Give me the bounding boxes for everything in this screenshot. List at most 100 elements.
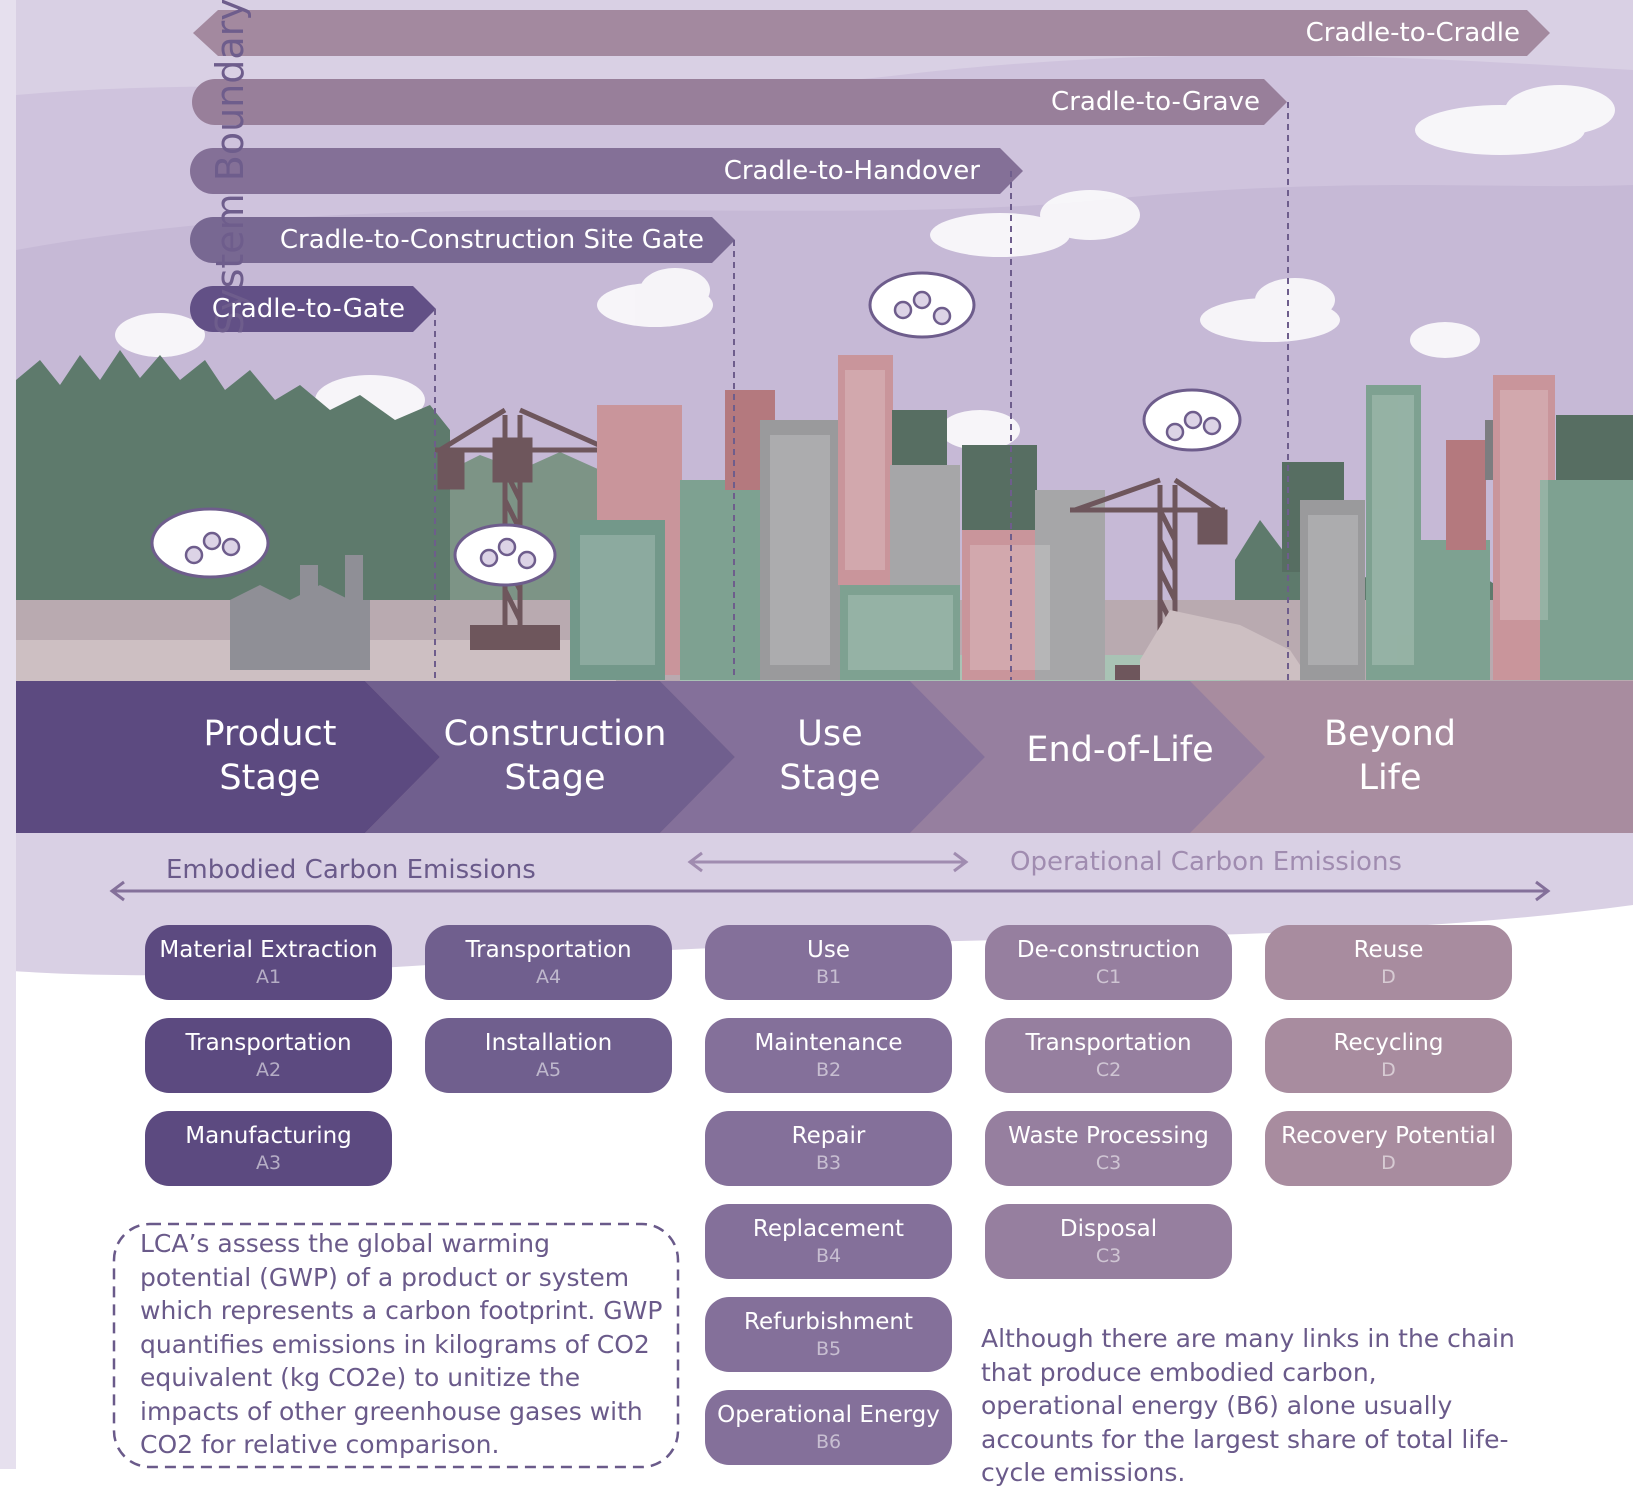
boundary-cradle-to-gate: Cradle-to-Gate bbox=[211, 294, 405, 324]
co2-molecule bbox=[1202, 416, 1222, 436]
module-code: D bbox=[1381, 1059, 1396, 1081]
module-label: Material Extraction bbox=[159, 937, 378, 963]
stage-use: Use Stage bbox=[730, 712, 930, 800]
stage-product: Product Stage bbox=[170, 712, 370, 800]
module-code: D bbox=[1381, 1152, 1396, 1174]
co2-molecule bbox=[517, 550, 537, 570]
module-c3-waste: Waste Processing C3 bbox=[985, 1111, 1232, 1186]
stage-chevron-use bbox=[660, 681, 985, 833]
stage-construction: Construction Stage bbox=[440, 712, 670, 800]
module-code: C3 bbox=[1095, 1152, 1122, 1174]
module-label: Refurbishment bbox=[744, 1309, 913, 1335]
module-c1: De-construction C1 bbox=[985, 925, 1232, 1000]
stage-beyond-line1: Beyond bbox=[1323, 714, 1457, 754]
module-label: Disposal bbox=[1059, 1216, 1158, 1242]
module-label: Transportation bbox=[1025, 1030, 1192, 1056]
windows bbox=[580, 535, 655, 665]
module-code: A2 bbox=[255, 1059, 282, 1081]
module-b3: Repair B3 bbox=[705, 1111, 952, 1186]
module-label: Use bbox=[807, 937, 850, 963]
stage-beyond-life: Beyond Life bbox=[1290, 712, 1490, 800]
stage-chevron-product bbox=[16, 681, 440, 833]
module-code: B4 bbox=[815, 1245, 842, 1267]
left-edge-band bbox=[0, 0, 16, 1469]
module-label: Recycling bbox=[1333, 1030, 1444, 1056]
operational-arrow-right-head bbox=[953, 851, 969, 873]
co2-molecule bbox=[912, 290, 932, 310]
windows bbox=[848, 595, 953, 670]
module-label: Manufacturing bbox=[185, 1123, 352, 1149]
stage-construction-line1: Construction bbox=[443, 714, 667, 754]
embodied-arrow-right-head bbox=[1535, 880, 1551, 902]
module-b1: Use B1 bbox=[705, 925, 952, 1000]
building bbox=[962, 445, 1037, 535]
lca-note: LCA’s assess the global warming potentia… bbox=[140, 1229, 663, 1459]
cloud bbox=[1040, 190, 1140, 240]
cloud bbox=[1255, 278, 1335, 322]
operational-arrow-left-head bbox=[687, 851, 703, 873]
module-code: B5 bbox=[815, 1338, 842, 1360]
module-label: Repair bbox=[791, 1123, 866, 1149]
windows bbox=[1308, 515, 1358, 665]
co2-molecule bbox=[184, 545, 204, 565]
boundary-arrow bbox=[192, 79, 1287, 125]
stage-product-line1: Product bbox=[203, 714, 337, 754]
building bbox=[1366, 385, 1421, 680]
stage-use-line2: Stage bbox=[779, 758, 881, 798]
windows bbox=[1372, 395, 1414, 665]
module-label: Waste Processing bbox=[1008, 1123, 1209, 1149]
module-c2: Transportation C2 bbox=[985, 1018, 1232, 1093]
module-code: A5 bbox=[535, 1059, 562, 1081]
stage-beyond-line2: Life bbox=[1358, 758, 1422, 798]
windows bbox=[1500, 390, 1548, 620]
windows bbox=[770, 435, 830, 665]
building bbox=[840, 585, 960, 680]
factory-chimney bbox=[345, 555, 363, 605]
building bbox=[760, 420, 840, 680]
stage-chevron-end-of-life bbox=[910, 681, 1265, 833]
boundary-arrow bbox=[190, 148, 1023, 194]
co2-molecule bbox=[932, 306, 952, 326]
module-code: A1 bbox=[255, 966, 282, 988]
module-code: B3 bbox=[815, 1152, 842, 1174]
module-label: Replacement bbox=[752, 1216, 905, 1242]
cloud bbox=[115, 313, 205, 357]
embodied-emissions-label: Embodied Carbon Emissions bbox=[166, 855, 536, 885]
building bbox=[680, 480, 760, 680]
crane-weight bbox=[1197, 509, 1228, 545]
module-a5: Installation A5 bbox=[425, 1018, 672, 1093]
boundary-cradle-to-grave: Cradle-to-Grave bbox=[1051, 87, 1260, 117]
co2-molecule bbox=[1183, 410, 1203, 430]
cloud bbox=[1505, 85, 1615, 135]
boundary-arrow bbox=[190, 286, 436, 332]
module-b4: Replacement B4 bbox=[705, 1204, 952, 1279]
co2-molecule bbox=[221, 537, 241, 557]
boundary-cradle-to-construction-site-gate: Cradle-to-Construction Site Gate bbox=[279, 225, 704, 255]
module-code: D bbox=[1381, 966, 1396, 988]
boundary-cradle-to-handover: Cradle-to-Handover bbox=[723, 156, 980, 186]
boundary-arrow bbox=[190, 217, 735, 263]
lower-band bbox=[0, 832, 1633, 976]
stage-end-of-life: End-of-Life bbox=[1000, 728, 1240, 772]
building bbox=[570, 520, 665, 680]
module-code: A4 bbox=[535, 966, 562, 988]
building bbox=[1420, 540, 1490, 680]
module-code: C3 bbox=[1095, 1245, 1122, 1267]
module-b5: Refurbishment B5 bbox=[705, 1297, 952, 1372]
building bbox=[1035, 490, 1105, 680]
module-b6: Operational Energy B6 bbox=[705, 1390, 952, 1465]
module-code: A3 bbox=[255, 1152, 282, 1174]
module-label: Operational Energy bbox=[717, 1402, 940, 1428]
module-label: Transportation bbox=[465, 937, 632, 963]
cloud bbox=[930, 213, 1070, 257]
crane-base bbox=[470, 625, 560, 650]
building bbox=[1300, 500, 1365, 680]
building bbox=[1446, 440, 1486, 550]
embodied-arrow-left-head bbox=[109, 880, 125, 902]
stage-chevron-beyond bbox=[1190, 681, 1633, 833]
stage-construction-line2: Stage bbox=[504, 758, 606, 798]
building bbox=[1540, 480, 1633, 680]
crane-cab bbox=[492, 437, 533, 483]
module-b2: Maintenance B2 bbox=[705, 1018, 952, 1093]
